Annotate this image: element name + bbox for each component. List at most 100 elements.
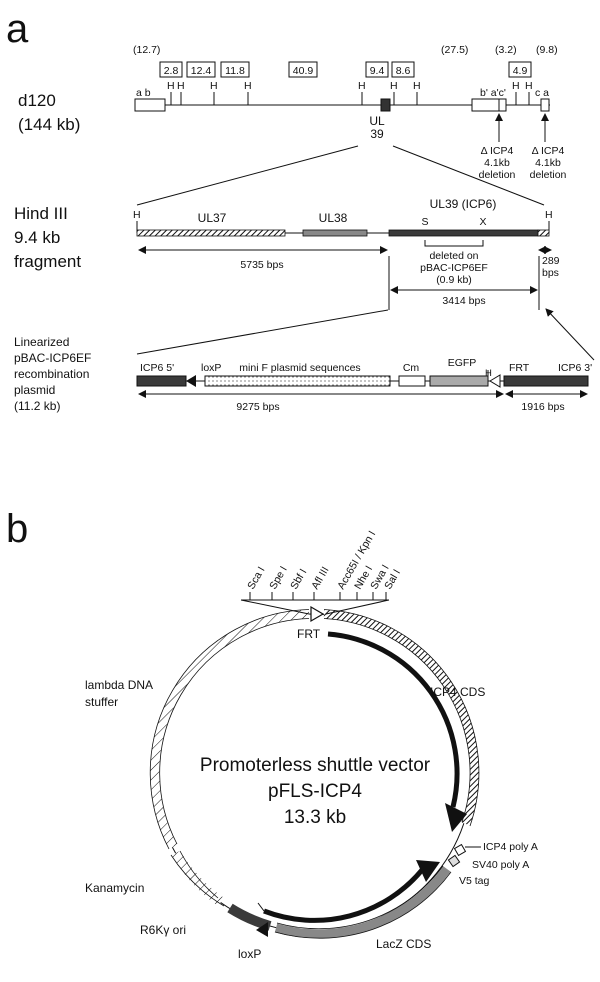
icp6-5-bar bbox=[136, 375, 187, 387]
lacz-cds-band bbox=[274, 866, 451, 939]
label-lacz-cds: LacZ CDS bbox=[376, 937, 431, 951]
deleted-note-line1: deleted on bbox=[429, 250, 478, 262]
len-3414: 3414 bps bbox=[442, 295, 485, 307]
label-minif: mini F plasmid sequences bbox=[239, 362, 360, 374]
box-11-8: 11.8 bbox=[225, 65, 245, 77]
loxp-vector-triangle bbox=[256, 922, 268, 937]
h-site-label: H bbox=[358, 80, 366, 92]
ul40-stub-bar bbox=[537, 229, 550, 237]
minif-bar bbox=[204, 375, 391, 387]
box-40-9: 40.9 bbox=[293, 65, 314, 77]
sv40-polya-box bbox=[447, 854, 461, 868]
len-9275: 9275 bps bbox=[236, 401, 279, 413]
box-12-4: 12.4 bbox=[191, 65, 212, 77]
hindiii-fragment: Hind III 9.4 kb fragment H H UL37 UL38 U… bbox=[14, 197, 560, 310]
h-site-label: H bbox=[413, 80, 421, 92]
gene-ul37: UL37 bbox=[198, 211, 227, 225]
gene-ul38: UL38 bbox=[319, 211, 348, 225]
ul39-bar bbox=[388, 229, 539, 237]
zoom-line-left bbox=[136, 145, 359, 206]
icp6-3-bar bbox=[503, 375, 589, 387]
label-kanamycin: Kanamycin bbox=[85, 881, 144, 895]
recombination-plasmid: Linearized pBAC-ICP6EF recombination pla… bbox=[14, 335, 592, 413]
box-9-4: 9.4 bbox=[370, 65, 385, 77]
h-site-label: H bbox=[390, 80, 398, 92]
plasmid-title-line3: recombination bbox=[14, 367, 89, 381]
deletion-1-line3: deletion bbox=[479, 169, 516, 181]
label-loxp-vector: loxP bbox=[238, 947, 261, 961]
label-icp6-3: ICP6 3' bbox=[558, 362, 592, 374]
h-site-label: H bbox=[525, 80, 533, 92]
h-site-label: H bbox=[177, 80, 185, 92]
h-site-label: H bbox=[167, 80, 175, 92]
box-4-9: 4.9 bbox=[513, 65, 528, 77]
repeat-ca-box bbox=[540, 98, 550, 112]
panel-b-label: b bbox=[6, 507, 28, 551]
fragment-h-left: H bbox=[133, 209, 141, 221]
fragment-title-line2: 9.4 kb bbox=[14, 228, 60, 247]
label-icp4-polya: ICP4 poly A bbox=[483, 841, 538, 853]
deleted-note-line3: (0.9 kb) bbox=[436, 274, 472, 286]
label-egfp: EGFP bbox=[448, 357, 477, 369]
recomb-line-left bbox=[136, 309, 389, 355]
fragment-h-right: H bbox=[545, 209, 553, 221]
deleted-note-line2: pBAC-ICP6EF bbox=[420, 262, 488, 274]
recomb-arrow-right bbox=[545, 308, 595, 361]
size-12-7: (12.7) bbox=[133, 44, 160, 56]
label-frt: FRT bbox=[509, 362, 530, 374]
deleted-bracket bbox=[424, 240, 484, 247]
icp4-cds-band bbox=[323, 609, 479, 826]
label-loxp: loxP bbox=[201, 362, 221, 374]
len-5735: 5735 bps bbox=[240, 259, 283, 271]
size-27-5: (27.5) bbox=[441, 44, 468, 56]
size-9-8: (9.8) bbox=[536, 44, 558, 56]
repeat-b-prime-box bbox=[471, 98, 500, 112]
mcs-ticks bbox=[249, 592, 387, 600]
deletion-2-line3: deletion bbox=[530, 169, 567, 181]
genome-size: (144 kb) bbox=[18, 115, 80, 134]
label-frt-vector: FRT bbox=[297, 627, 321, 641]
label-lambda-line1: lambda DNA bbox=[85, 678, 153, 692]
h-site-label: H bbox=[244, 80, 252, 92]
h-site-label: H bbox=[210, 80, 218, 92]
gene-ul39: UL39 (ICP6) bbox=[430, 197, 497, 211]
fragment-title-line1: Hind III bbox=[14, 204, 68, 223]
plasmid-title-line5: (11.2 kb) bbox=[14, 399, 60, 413]
len-289-line1: 289 bbox=[542, 255, 560, 267]
repeat-label-b-prime: b' a'c' bbox=[480, 87, 506, 99]
zoom-line-right bbox=[392, 145, 545, 206]
box-8-6: 8.6 bbox=[396, 65, 411, 77]
label-cm: Cm bbox=[403, 362, 420, 374]
frt-vector-triangle bbox=[310, 605, 325, 623]
repeat-ab-box bbox=[134, 98, 166, 112]
panel-a-label: a bbox=[6, 7, 29, 51]
lambda-stuffer-band bbox=[150, 609, 310, 850]
site-x: X bbox=[479, 216, 486, 228]
deletion-2-line1: Δ ICP4 bbox=[532, 145, 565, 157]
cm-bar bbox=[398, 375, 426, 387]
ul39-box bbox=[380, 98, 391, 112]
vector-title-line2: pFLS-ICP4 bbox=[268, 781, 362, 802]
loxp-triangle bbox=[186, 375, 196, 387]
plasmid-title-line2: pBAC-ICP6EF bbox=[14, 351, 91, 365]
label-v5-tag: V5 tag bbox=[459, 875, 490, 887]
label-r6k: R6Kγ ori bbox=[140, 923, 186, 937]
label-icp6-5: ICP6 5' bbox=[140, 362, 174, 374]
label-h-site: H bbox=[485, 368, 492, 379]
lacz-arrowhead bbox=[416, 860, 440, 882]
icp4-polya-box bbox=[453, 843, 467, 857]
repeat-label-ab: a b bbox=[136, 87, 151, 99]
plasmid-title-line1: Linearized bbox=[14, 335, 69, 349]
icp4-cds-arrow bbox=[327, 631, 460, 808]
box-2-8: 2.8 bbox=[164, 65, 179, 77]
len-1916: 1916 bps bbox=[521, 401, 564, 413]
frt-triangle bbox=[489, 374, 501, 388]
deletion-2-line2: 4.1kb bbox=[535, 157, 561, 169]
label-icp4-cds: ICP4 CDS bbox=[430, 685, 485, 699]
ul39-label-line1: UL bbox=[369, 114, 385, 128]
label-lambda-line2: stuffer bbox=[85, 695, 118, 709]
boxed-fragment-sizes: 2.8 12.4 11.8 40.9 9.4 8.6 4.9 bbox=[159, 61, 532, 78]
size-3-2: (3.2) bbox=[495, 44, 517, 56]
mcs-sbf-i: Sbf I bbox=[288, 567, 309, 592]
kanamycin-band bbox=[171, 850, 224, 907]
